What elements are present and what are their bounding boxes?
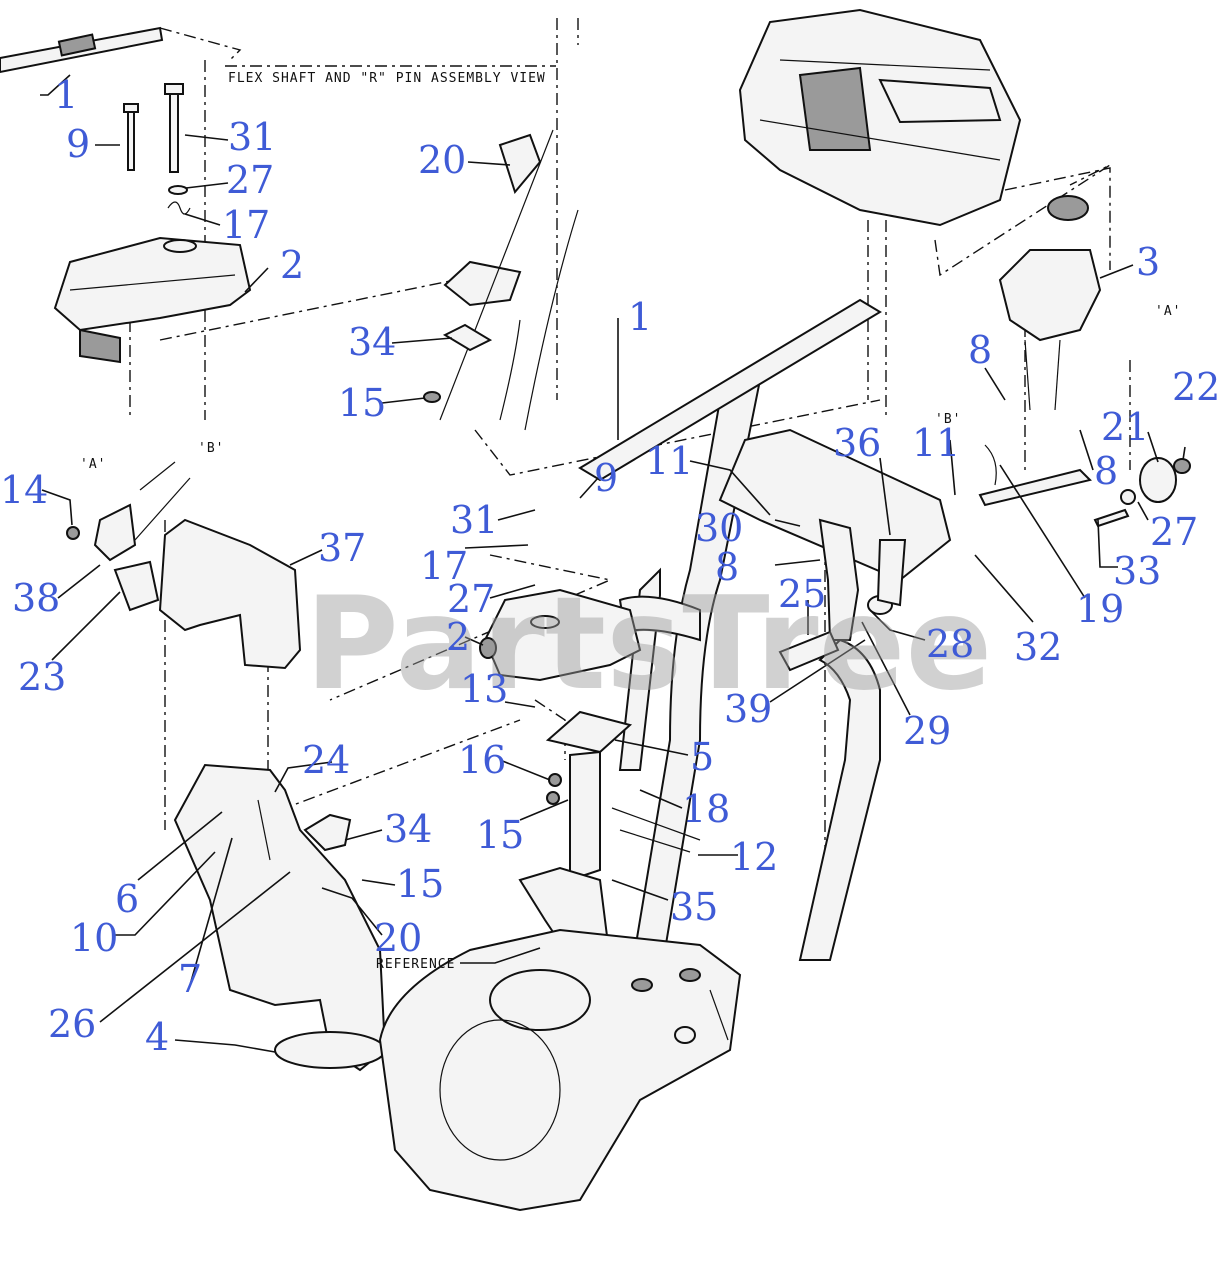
callout-c21: 21 [1101, 405, 1149, 449]
callout-c5: 5 [690, 735, 714, 779]
callout-c29: 29 [903, 709, 951, 753]
callout-c26: 26 [48, 1002, 96, 1046]
callout-c15b: 15 [476, 813, 524, 857]
chute-lever-bracket [778, 518, 907, 672]
callout-c4: 4 [145, 1015, 169, 1059]
callout-numbers: 1 9 31 27 17 2 20 34 15 1 3 8 22 21 8 27… [0, 73, 1220, 1059]
callout-c30: 30 [695, 506, 743, 550]
callout-c13: 13 [460, 667, 508, 711]
right-knob-parts [984, 444, 1191, 528]
detail-b-left-label: 'B' [198, 441, 224, 456]
callout-c2b: 2 [446, 615, 470, 659]
callout-c15a: 15 [338, 381, 386, 425]
callout-c20a: 20 [418, 138, 466, 182]
shift-control-right [998, 195, 1102, 411]
callout-c8c: 8 [715, 545, 739, 589]
callout-c15c: 15 [396, 862, 444, 906]
callout-c39: 39 [724, 687, 772, 731]
callout-c34b: 34 [384, 807, 432, 851]
callout-c28: 28 [926, 622, 974, 666]
callout-c8a: 8 [968, 328, 992, 372]
reference-label: REFERENCE [376, 957, 455, 972]
deflector-control [66, 461, 191, 612]
callout-c14: 14 [0, 468, 48, 512]
callout-c33: 33 [1113, 549, 1161, 593]
bolts-top-left [123, 83, 191, 215]
callout-c35: 35 [670, 885, 718, 929]
callout-c18: 18 [682, 787, 730, 831]
callout-c9b: 9 [594, 456, 618, 500]
callout-c3: 3 [1136, 240, 1160, 284]
flex-shaft-top-left [0, 26, 164, 74]
flex-view-label: FLEX SHAFT AND "R" PIN ASSEMBLY VIEW [228, 71, 546, 86]
callout-c24: 24 [302, 738, 350, 782]
callout-c27c: 27 [447, 577, 495, 621]
callout-c25: 25 [778, 572, 826, 616]
callout-c20b: 20 [374, 916, 422, 960]
chute-crank-housing-left [53, 236, 252, 364]
callout-c31b: 31 [450, 498, 498, 542]
callout-c1a: 1 [54, 73, 78, 117]
callout-c23: 23 [18, 655, 66, 699]
callout-c32: 32 [1014, 625, 1062, 669]
callout-c37: 37 [318, 526, 366, 570]
chute-crank-housing-center [479, 588, 642, 682]
leader-lines [40, 74, 1186, 1053]
callout-c36: 36 [833, 421, 881, 465]
callout-c17b: 17 [420, 544, 468, 588]
notes: FLEX SHAFT AND "R" PIN ASSEMBLY VIEW REF… [80, 71, 1181, 972]
dashboard-console [738, 8, 1022, 227]
handle-frame [578, 298, 1092, 981]
callout-c17a: 17 [222, 203, 270, 247]
detail-a-right-label: 'A' [1155, 304, 1181, 319]
callout-c34a: 34 [348, 320, 396, 364]
auger-housing-reference [378, 928, 742, 1212]
callout-c2a: 2 [280, 243, 304, 287]
chute-cover-37 [158, 518, 302, 670]
detail-a-left-label: 'A' [80, 457, 106, 472]
callout-c12: 12 [730, 835, 778, 879]
callout-c22: 22 [1172, 365, 1220, 409]
callout-c8b: 8 [1094, 449, 1118, 493]
callout-c11a: 11 [645, 439, 693, 483]
callout-c10: 10 [70, 916, 118, 960]
callout-c7: 7 [178, 957, 202, 1001]
callout-c19: 19 [1076, 587, 1124, 631]
callout-c9a: 9 [66, 122, 90, 166]
callout-c31a: 31 [228, 115, 276, 159]
discharge-chute [173, 763, 387, 1072]
callout-c11b: 11 [912, 421, 960, 465]
callout-c6: 6 [115, 877, 139, 921]
callout-c27a: 27 [226, 158, 274, 202]
callout-c27b: 27 [1150, 510, 1198, 554]
callout-c16: 16 [458, 738, 506, 782]
callout-c38: 38 [12, 576, 60, 620]
flex-view-bracket [423, 129, 579, 431]
detail-b-right-label: 'B' [935, 412, 961, 427]
watermark: PartsTree [305, 570, 992, 719]
callout-c1b: 1 [628, 295, 652, 339]
